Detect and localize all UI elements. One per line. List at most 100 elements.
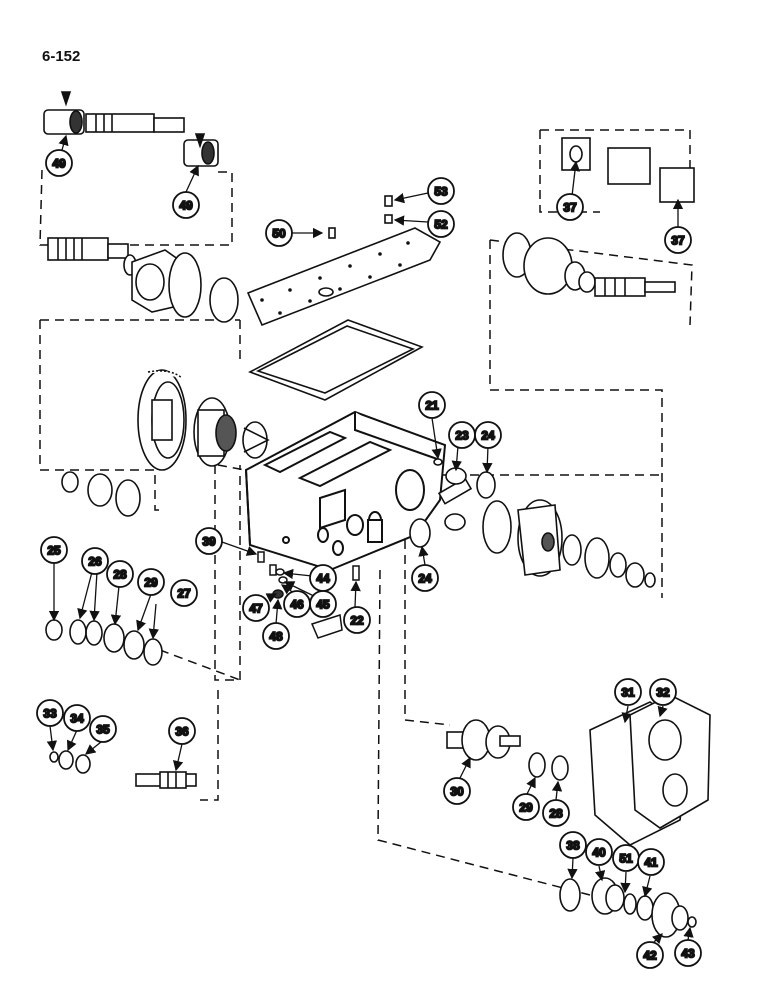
svg-text:42: 42 (643, 949, 657, 963)
svg-text:37: 37 (671, 234, 685, 248)
svg-text:23: 23 (455, 429, 469, 443)
callout-49a: 49 (45, 149, 73, 177)
svg-text:36: 36 (175, 725, 189, 739)
svg-text:43: 43 (681, 947, 695, 961)
callout-27: 27 (170, 579, 198, 607)
callout-47: 47 (242, 594, 270, 622)
callout-41: 41 (637, 848, 665, 876)
callout-53: 53 (427, 177, 455, 205)
callout-31: 31 (614, 678, 642, 706)
svg-text:38: 38 (566, 839, 580, 853)
svg-text:45: 45 (316, 598, 330, 612)
svg-text:33: 33 (43, 707, 57, 721)
dash-right-mid-group (489, 240, 663, 598)
svg-text:22: 22 (350, 614, 364, 628)
svg-text:30: 30 (450, 785, 464, 799)
gearbox-housing (244, 410, 447, 572)
svg-text:26: 26 (88, 555, 102, 569)
callout-51: 51 (612, 844, 640, 872)
svg-text:41: 41 (644, 856, 658, 870)
svg-text:31: 31 (621, 686, 635, 700)
left-gear-cluster (61, 369, 270, 517)
callout-35: 35 (89, 715, 117, 743)
svg-text:21: 21 (425, 399, 439, 413)
callout-28a: 28 (106, 560, 134, 588)
dash-lower-connector (217, 464, 246, 471)
callout-24b: 24 (411, 564, 439, 592)
svg-text:40: 40 (592, 846, 606, 860)
svg-text:32: 32 (656, 686, 670, 700)
callout-23: 23 (448, 421, 476, 449)
callout-22: 22 (343, 606, 371, 634)
lower-left-parts (45, 619, 197, 789)
callout-37a: 37 (556, 193, 584, 221)
svg-text:24: 24 (481, 429, 495, 443)
svg-text:29: 29 (144, 576, 158, 590)
svg-text:44: 44 (316, 572, 330, 586)
svg-text:51: 51 (619, 852, 633, 866)
callout-50: 50 (265, 219, 293, 247)
callout-29a: 29 (137, 568, 165, 596)
callout-37b: 37 (664, 226, 692, 254)
lower-center-shaft (446, 719, 569, 781)
dash-left-mid-group (39, 320, 160, 511)
callout-28b: 28 (542, 799, 570, 827)
svg-text:35: 35 (96, 723, 110, 737)
bevel-pinion (242, 421, 268, 459)
svg-text:37: 37 (563, 201, 577, 215)
callout-44: 44 (309, 564, 337, 592)
dash-left-lower-group (214, 465, 241, 681)
svg-text:27: 27 (177, 587, 191, 601)
left-input-shaft (47, 237, 239, 323)
svg-text:50: 50 (272, 227, 286, 241)
dashed-group-lines (39, 129, 693, 896)
svg-text:28: 28 (549, 807, 563, 821)
callout-26: 26 (81, 547, 109, 575)
callout-30: 30 (443, 777, 471, 805)
side-cover (589, 694, 711, 846)
lower-right-parts (559, 877, 697, 938)
callout-48: 48 (262, 622, 290, 650)
page-number: 6-152 (42, 48, 81, 65)
leader-lines (46, 134, 694, 945)
svg-text:39: 39 (202, 535, 216, 549)
svg-text:46: 46 (290, 598, 304, 612)
svg-text:52: 52 (434, 218, 448, 232)
svg-text:49: 49 (179, 199, 193, 213)
callout-39: 39 (195, 527, 223, 555)
svg-text:34: 34 (70, 712, 84, 726)
callout-42: 42 (636, 941, 664, 969)
callout-24a: 24 (474, 421, 502, 449)
dash-top-left-group (39, 169, 233, 246)
dash-shaft-36 (200, 690, 219, 801)
callout-29b: 29 (512, 793, 540, 821)
top-cover-plate (246, 195, 442, 401)
top-shaft-assembly (43, 91, 219, 167)
dash-center-down (404, 540, 451, 726)
callout-49b: 49 (172, 191, 200, 219)
callout-34: 34 (63, 704, 91, 732)
callout-25: 25 (40, 536, 68, 564)
svg-text:53: 53 (434, 185, 448, 199)
callout-52: 52 (427, 210, 455, 238)
dash-sealtip (159, 649, 241, 681)
svg-text:49: 49 (52, 157, 66, 171)
callout-36: 36 (168, 717, 196, 745)
callout-40: 40 (585, 838, 613, 866)
callout-45: 45 (309, 590, 337, 618)
dash-center-down-b (377, 569, 591, 896)
right-upper-output (502, 137, 695, 297)
svg-text:28: 28 (113, 568, 127, 582)
right-differential (482, 499, 656, 588)
svg-text:25: 25 (47, 544, 61, 558)
svg-text:47: 47 (249, 602, 263, 616)
callout-21: 21 (418, 391, 446, 419)
svg-text:29: 29 (519, 801, 533, 815)
callout-46: 46 (283, 590, 311, 618)
svg-text:48: 48 (269, 630, 283, 644)
callout-32: 32 (649, 678, 677, 706)
callout-bubbles: 49 49 50 53 52 37 37 21 23 24 24 39 44 4… (36, 149, 702, 969)
callout-33: 33 (36, 699, 64, 727)
